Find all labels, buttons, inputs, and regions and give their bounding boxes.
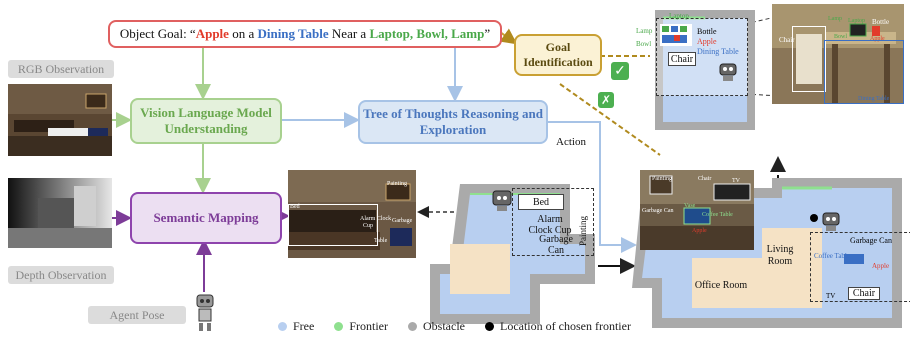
- robot-icon: [490, 188, 514, 212]
- tag-garbage: Garbage: [392, 218, 413, 224]
- goal-table-bbox: [824, 40, 904, 104]
- goal-apple: Apple: [195, 26, 229, 41]
- goalmap-tag-apple: Apple: [697, 37, 717, 46]
- arrow-goal-goalid: [499, 28, 518, 45]
- goal-others: Laptop, Bowl, Lamp: [369, 26, 485, 41]
- map1-tag-painting: Painting: [578, 216, 588, 247]
- map2-tag-garbage: Garbage Can: [850, 236, 892, 245]
- goal-chair-bbox: [792, 26, 826, 92]
- goal-text-2: Near a: [328, 26, 370, 41]
- legend-chosen-swatch: [484, 321, 494, 331]
- map2-tag-apple: Apple: [872, 262, 890, 270]
- tag-alarm-clock: Alarm Clock: [360, 216, 392, 222]
- living-tag-garbage: Garbage Can: [642, 208, 674, 214]
- map2-tag-tv: TV: [826, 292, 836, 300]
- depth-observation-label: Depth Observation: [8, 266, 114, 284]
- chosen-frontier-dot: [810, 214, 818, 222]
- goalmap-tag-chair: Chair: [668, 52, 696, 66]
- action-label: Action: [556, 136, 586, 148]
- tree-of-thoughts-box: Tree of Thoughts Reasoning and Explorati…: [358, 100, 548, 144]
- map2-tag-office-room: Office Room: [694, 279, 748, 291]
- map1-tag-garbage: Garbage Can: [539, 234, 573, 256]
- agent-pose-label: Agent Pose: [88, 306, 186, 324]
- legend: Free Frontier Obstacle Location of chose…: [278, 318, 698, 334]
- robot-icon: [718, 62, 738, 82]
- cross-icon: ✗: [598, 92, 614, 108]
- goalmap-tag-dining-table: Dining Table: [697, 47, 739, 56]
- semantic-observation-image: Bed Painting Alarm Clock Cup Garbage Tab…: [288, 170, 416, 258]
- semantic-map-1: Bed Alarm Clock Cup Garbage Can Painting: [420, 174, 600, 334]
- goal-suffix: ”: [484, 26, 491, 41]
- goalmap-tag-bowl: Bowl: [636, 40, 652, 48]
- goal-observation-image: Chair Bottle Lamp Laptop Bowl Apple Dini…: [772, 4, 904, 104]
- tag-table: Table: [374, 238, 388, 244]
- map2-region-box: [810, 232, 910, 302]
- robot-icon: [193, 293, 217, 333]
- goalphoto-tag-bottle: Bottle: [872, 18, 890, 26]
- living-tag-coffee: Coffee Table: [702, 212, 733, 218]
- depth-observation-image: [8, 178, 112, 248]
- map1-tag-alarm-cup: Alarm Clock Cup: [528, 214, 572, 236]
- tag-painting: Painting: [387, 181, 408, 187]
- bed-bbox: [288, 204, 378, 246]
- legend-frontier-label: Frontier: [349, 318, 388, 333]
- legend-frontier-swatch: [334, 321, 344, 331]
- rgb-observation-label: RGB Observation: [8, 60, 114, 78]
- tag-cup: Cup: [363, 223, 374, 229]
- legend-obstacle-swatch: [408, 321, 417, 331]
- bedroom-illustration: [288, 170, 416, 258]
- goalmap-tag-bottle: Bottle: [697, 27, 717, 36]
- rgb-observation-image: [8, 84, 112, 156]
- arrow-tot-action: [545, 121, 637, 253]
- legend-free-swatch: [278, 321, 287, 331]
- semantic-mapping-box: Semantic Mapping: [130, 192, 282, 244]
- goal-identification-box: Goal Identification: [514, 34, 602, 76]
- map2-tag-chair: Chair: [848, 287, 880, 300]
- tag-bed: Bed: [290, 204, 300, 210]
- vlm-understanding-box: Vision Language Model Understanding: [130, 98, 282, 144]
- goal-text-1: on a: [228, 26, 258, 41]
- map1-tag-bed: Bed: [518, 194, 564, 210]
- living-room-image: Painting Chair TV Garbage Can Coffee Tab…: [640, 170, 754, 250]
- living-room-illustration: [640, 170, 754, 250]
- goal-dining-table: Dining Table: [257, 26, 329, 41]
- legend-obstacle-label: Obstacle: [423, 318, 465, 333]
- living-tag-painting: Painting: [652, 176, 673, 182]
- map2-coffee-table-block: [844, 254, 864, 264]
- goalphoto-tag-dining-table: Dining Table: [858, 96, 890, 102]
- goalmap-object-cluster: [660, 24, 692, 46]
- living-tag-chair: Chair: [698, 176, 712, 182]
- depth-map-illustration: [8, 178, 112, 248]
- goalmap-tag-laptop: Laptop: [669, 12, 689, 20]
- rgb-room-illustration: [8, 84, 112, 156]
- living-tag-vase: Vase: [684, 203, 696, 209]
- map1-region-box: [512, 188, 594, 256]
- object-goal-banner: Object Goal: “ Apple on a Dining Table N…: [108, 20, 502, 48]
- goalphoto-tag-lamp: Lamp: [828, 16, 842, 22]
- goal-prefix: Object Goal: “: [119, 26, 196, 41]
- check-icon: ✓: [611, 62, 629, 80]
- living-tag-apple: Apple: [692, 228, 707, 234]
- goalphoto-tag-chair: Chair: [779, 36, 795, 44]
- goalmap-tag-lamp: Lamp: [636, 27, 653, 35]
- arrow-goalid-map: [559, 83, 661, 156]
- map2-tag-coffee: Coffee Table: [814, 252, 850, 260]
- goalphoto-tag-laptop: Laptop: [848, 18, 865, 24]
- map2-tag-living-room: Living Room: [766, 244, 794, 267]
- legend-free-label: Free: [293, 318, 315, 333]
- goalphoto-tag-apple: Apple: [870, 36, 885, 42]
- goalphoto-tag-bowl: Bowl: [834, 34, 848, 40]
- robot-icon: [820, 210, 842, 232]
- legend-chosen-label: Location of chosen frontier: [499, 318, 631, 333]
- living-tag-tv: TV: [732, 178, 740, 184]
